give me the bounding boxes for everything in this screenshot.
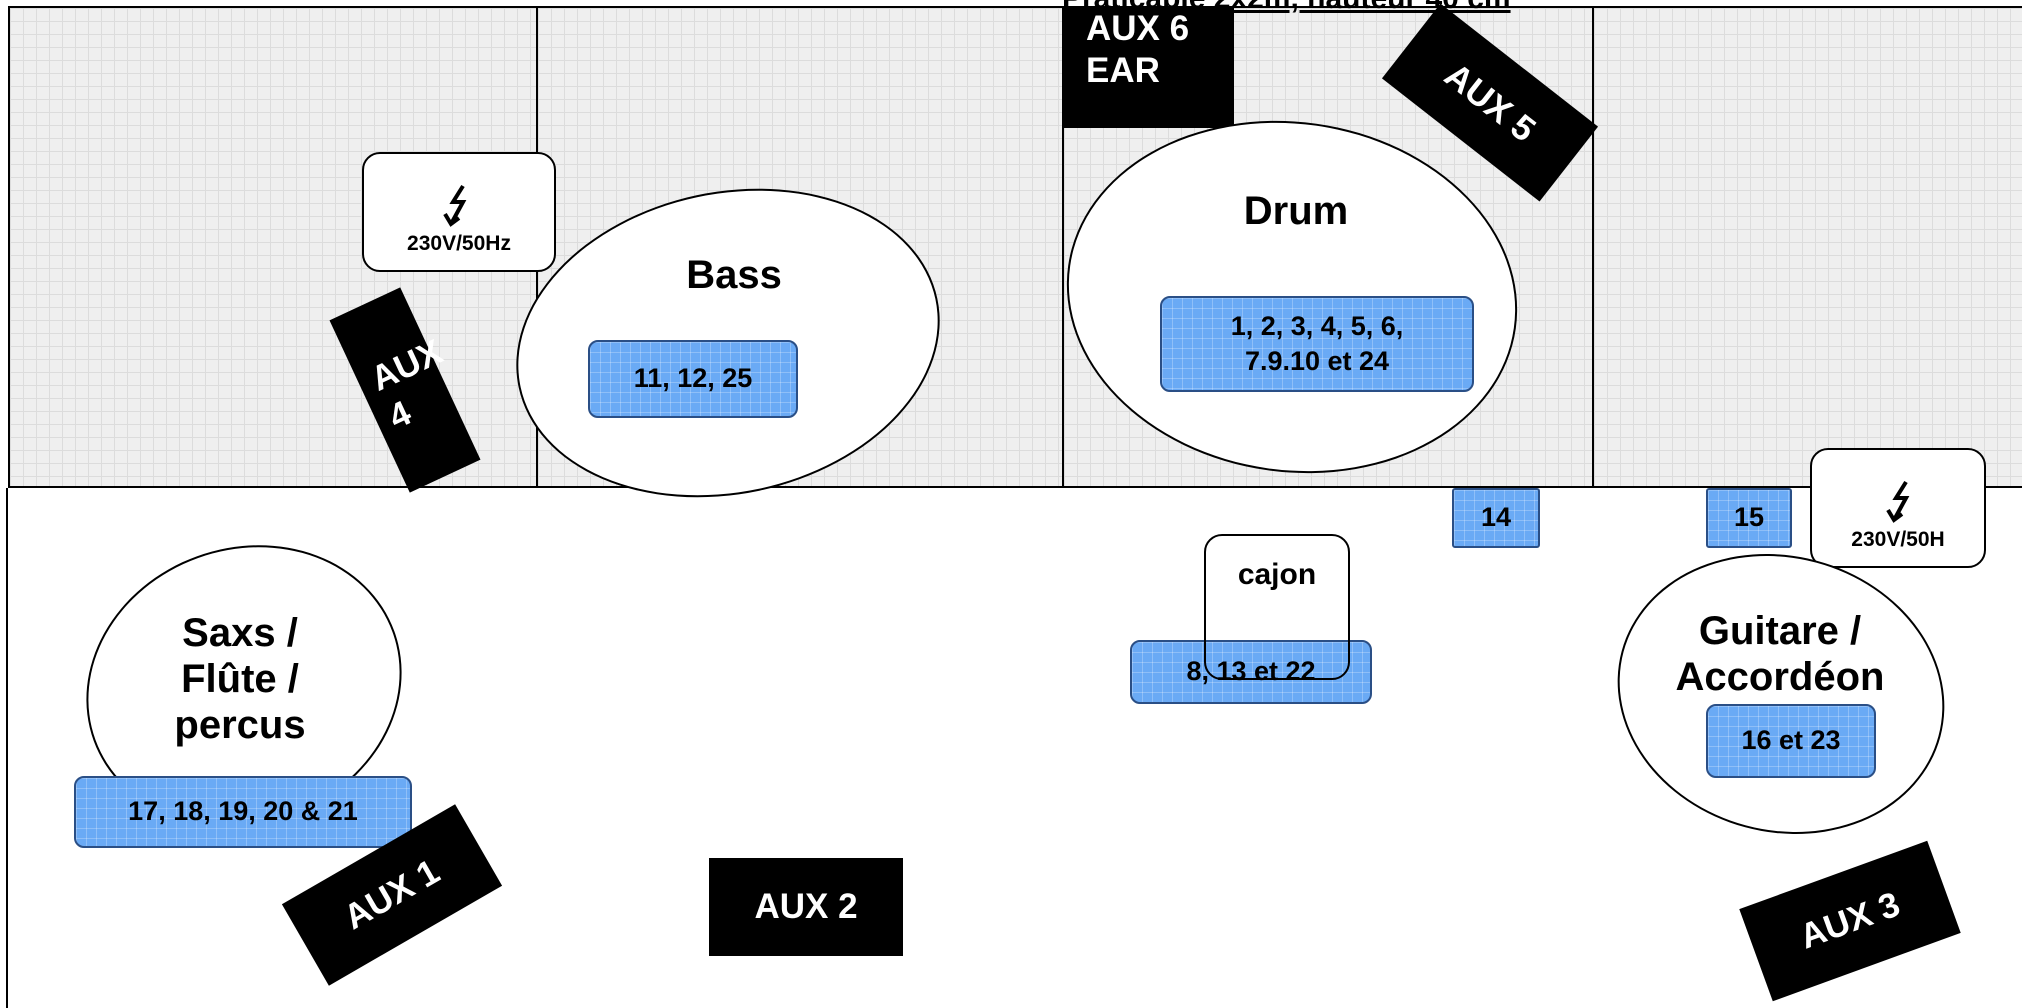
- power-outlet-left: 230V/50Hz: [362, 152, 556, 272]
- stage-floor: [6, 488, 2022, 1008]
- zone-guitare-label: Guitare / Accordéon: [1660, 608, 1900, 700]
- power-plug-icon: [443, 184, 467, 227]
- zone-saxs-label-line3: percus: [174, 703, 306, 747]
- power-outlet-right-label: 230V/50H: [1851, 528, 1945, 551]
- channels-cajon: 8, 13 et 22: [1130, 640, 1372, 704]
- channels-drum-line1: 1, 2, 3, 4, 5, 6,: [1230, 310, 1404, 341]
- monitor-aux6-label: AUX 6: [1086, 9, 1190, 48]
- monitor-aux1-label: AUX 1: [337, 851, 447, 938]
- zone-bass-label: Bass: [686, 253, 782, 297]
- zone-saxs-label-line2: Flûte /: [181, 657, 299, 701]
- channel-14: 14: [1452, 488, 1540, 548]
- channels-bass: 11, 12, 25: [588, 340, 798, 418]
- monitor-aux6-sublabel: EAR: [1086, 51, 1160, 90]
- monitor-aux2-label: AUX 2: [754, 887, 858, 926]
- zone-saxs-label: Saxs / Flûte / percus: [120, 610, 360, 748]
- power-outlet-right: 230V/50H: [1810, 448, 1986, 568]
- zone-guitare-label-line1: Guitare /: [1698, 609, 1862, 653]
- cajon-label: cajon: [1237, 558, 1317, 591]
- monitor-aux3-label: AUX 3: [1794, 884, 1905, 957]
- channels-saxs: 17, 18, 19, 20 & 21: [74, 776, 412, 848]
- power-outlet-left-label: 230V/50Hz: [407, 232, 511, 255]
- power-plug-icon: [1886, 480, 1910, 523]
- zone-guitare-label-line2: Accordéon: [1675, 655, 1885, 699]
- monitor-aux6: AUX 6 EAR: [1064, 8, 1234, 128]
- monitor-aux4-sublabel: 4: [382, 393, 417, 437]
- cajon-zone: cajon: [1204, 534, 1350, 680]
- zone-saxs-label-line1: Saxs /: [182, 611, 298, 655]
- monitor-aux4-label: AUX: [365, 332, 449, 399]
- channels-guitare: 16 et 23: [1706, 704, 1876, 778]
- channels-drum: 1, 2, 3, 4, 5, 6, 7.9.10 et 24: [1160, 296, 1474, 392]
- riser-panel-4: [1592, 6, 2022, 488]
- zone-drum-label: Drum: [1243, 189, 1349, 233]
- channel-15: 15: [1706, 488, 1792, 548]
- monitor-aux2: AUX 2: [709, 858, 903, 956]
- channels-drum-line2: 7.9.10 et 24: [1244, 346, 1390, 376]
